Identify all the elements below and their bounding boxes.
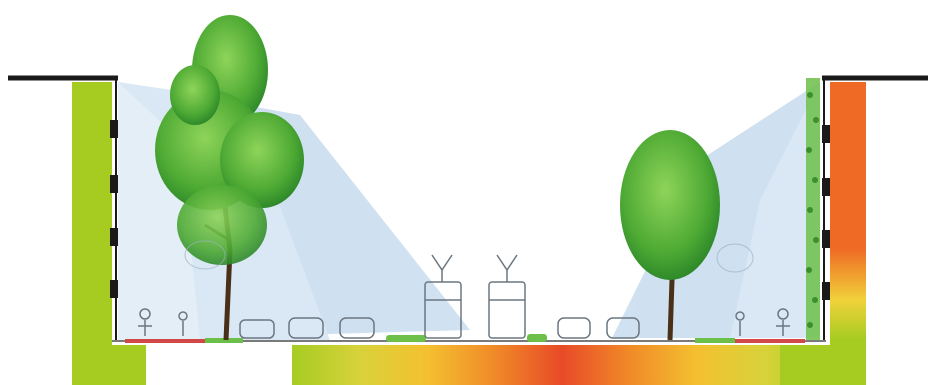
pedestrian-icon — [178, 311, 188, 336]
left-building — [8, 75, 146, 385]
climbing-vine-icon — [806, 78, 820, 340]
pedestrian-icon — [776, 308, 790, 336]
pedestrian-icon — [735, 311, 745, 336]
car-icon — [339, 317, 375, 339]
ghost-trees — [184, 240, 754, 273]
planter-strip-right — [695, 338, 735, 343]
median-planter — [386, 335, 426, 342]
right-ground-slab — [780, 345, 866, 385]
tram-icon — [424, 254, 462, 339]
bike-lane-right — [735, 339, 805, 343]
right-window-bands — [822, 125, 830, 300]
vehicles — [239, 317, 640, 339]
tram-icon — [488, 254, 526, 339]
street-surface — [112, 334, 826, 343]
car-icon — [239, 319, 275, 339]
median-planter-2 — [527, 334, 547, 342]
left-window-bands — [110, 120, 118, 298]
right-building — [780, 75, 928, 385]
left-ground-slab — [72, 345, 146, 385]
trams — [424, 254, 526, 339]
pedestrian-icon — [138, 308, 152, 336]
car-icon — [557, 317, 591, 339]
light-cone-right-2 — [730, 82, 820, 338]
car-icon — [606, 317, 640, 339]
right-building-wall — [830, 82, 866, 385]
left-building-wall — [72, 82, 112, 385]
ground-heat-band — [292, 345, 832, 385]
planter-strip-left — [205, 338, 243, 343]
pedestrians — [138, 308, 790, 336]
large-tree-icon — [155, 15, 304, 341]
car-icon — [288, 317, 324, 339]
medium-tree-icon — [620, 130, 720, 341]
bike-lane-left — [125, 339, 205, 343]
